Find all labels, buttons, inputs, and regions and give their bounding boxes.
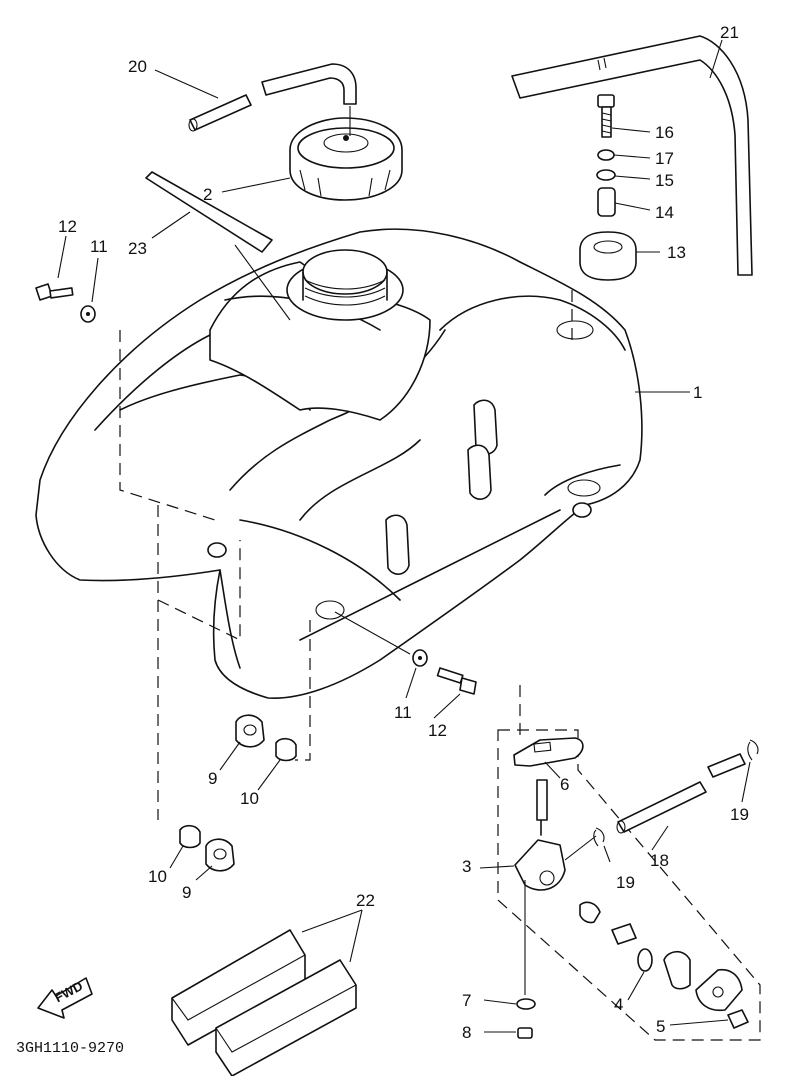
callout-11-upper: 11: [90, 237, 108, 256]
lower-left-guide-2: [295, 620, 311, 761]
grommet-set-upper: [235, 714, 297, 762]
callout-11-lower: 11: [394, 703, 412, 722]
seat-strap: [511, 35, 753, 276]
callout-9-lower: 9: [182, 883, 191, 902]
callout-19-left: 19: [616, 873, 635, 892]
callout-1: 1: [693, 383, 702, 402]
lower-left-guide: [157, 505, 241, 820]
diagram-code: 3GH1110-9270: [16, 1040, 124, 1057]
callout-10-upper: 10: [240, 789, 259, 808]
callout-12-lower: 12: [428, 721, 447, 740]
callout-14: 14: [655, 203, 674, 222]
callout-5: 5: [656, 1017, 665, 1036]
left-mount-hardware-upper: [35, 283, 216, 521]
callout-13: 13: [667, 243, 686, 262]
breather-hose: [188, 63, 357, 136]
tank-strip: [145, 171, 291, 321]
fuel-hose: [564, 739, 759, 861]
callout-12-upper: 12: [58, 217, 77, 236]
callout-17: 17: [655, 149, 674, 168]
callout-23: 23: [128, 239, 147, 258]
forward-direction-arrow: FWD: [37, 977, 93, 1019]
leader-lines: [57, 39, 751, 1033]
callout-6: 6: [560, 775, 569, 794]
upper-mount-hardware: [571, 94, 637, 340]
callout-21: 21: [720, 23, 739, 42]
callout-4: 4: [614, 995, 623, 1014]
callout-22: 22: [356, 891, 375, 910]
callout-7: 7: [462, 991, 471, 1010]
callout-8: 8: [462, 1023, 471, 1042]
callout-9-upper: 9: [208, 769, 217, 788]
callout-15: 15: [655, 171, 674, 190]
right-mount-hardware-lower: [334, 611, 477, 695]
callout-2: 2: [203, 185, 212, 204]
damper-blocks: [171, 929, 357, 1076]
fuel-cock-assembly: [497, 685, 761, 1041]
grommet-set-lower: [179, 824, 235, 872]
callout-10-lower: 10: [148, 867, 167, 886]
callout-16: 16: [655, 123, 674, 142]
callout-20: 20: [128, 57, 147, 76]
callout-18: 18: [650, 851, 669, 870]
callout-3: 3: [462, 857, 471, 876]
callout-labels: 1 2 23 20 21 16 17 15 14 13 12 11 11 12 …: [58, 23, 749, 1042]
fuel-tank-cap: [289, 117, 403, 201]
callout-19-right: 19: [730, 805, 749, 824]
fuel-tank: [35, 228, 643, 699]
